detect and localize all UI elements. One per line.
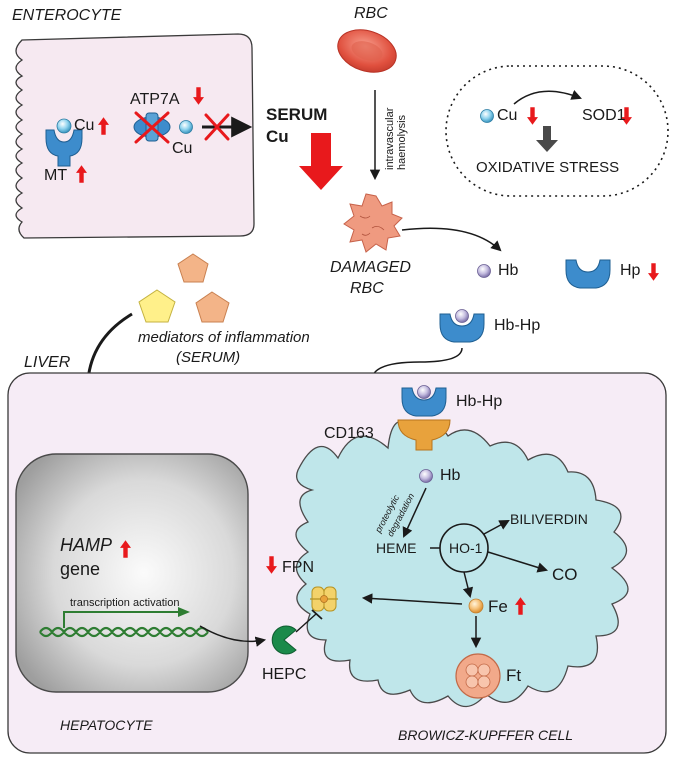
biliverdin-label: BILIVERDIN — [510, 511, 588, 527]
hepatocyte-title: HEPATOCYTE — [60, 717, 153, 733]
hepc-label: HEPC — [262, 666, 307, 683]
oxidative-stress-arrow-icon — [536, 126, 558, 152]
hbhp-hb-icon — [455, 309, 469, 323]
cd163-receptor-icon — [397, 419, 451, 451]
cd163-hb-icon — [417, 385, 431, 399]
hepcidin-icon — [271, 625, 297, 655]
serum-cu-label: Cu — [266, 127, 289, 146]
kupffer-hb-label: Hb — [440, 467, 461, 484]
oxidative-cu-label: Cu — [497, 107, 518, 124]
ferritin-icon — [455, 653, 501, 699]
hepc-inhibition-bar — [311, 609, 323, 620]
rbc-icon — [337, 29, 397, 73]
cd163-hbhp-complex-icon — [401, 387, 447, 417]
oxidative-stress-label: OXIDATIVE STRESS — [476, 159, 620, 176]
hepc-inhibits-fpn-line — [295, 613, 317, 633]
export-blocked-cross-icon — [204, 113, 230, 141]
mt-label: MT — [44, 167, 68, 184]
dna-helix-icon — [39, 626, 209, 638]
cu-oxidative-down-arrow-icon — [527, 107, 538, 125]
internalized-hb-icon — [419, 469, 433, 483]
kupffer-cell — [295, 420, 629, 708]
free-hb-label: Hb — [498, 262, 519, 279]
gene-label: gene — [60, 559, 101, 579]
hepatocyte-cell — [15, 453, 249, 693]
enterocyte-cu-exported-label: Cu — [172, 140, 193, 157]
hp-label: Hp — [620, 262, 641, 279]
liver-title: LIVER — [24, 354, 71, 371]
mediator-pentagon-orange-top-icon — [177, 253, 209, 283]
damaged-rbc-texture — [359, 215, 385, 236]
mediator-pentagon-orange-bottom-icon — [195, 291, 230, 323]
serum-label: SERUM — [266, 105, 328, 124]
cu-ion-icon-oxidative — [480, 109, 494, 123]
cd163-label: CD163 — [324, 425, 374, 442]
inflammation-label-line1: mediators of inflammation — [138, 329, 310, 346]
damaged-rbc-label-line1: DAMAGED — [330, 259, 411, 276]
inflammation-label-line2: (SERUM) — [176, 349, 241, 366]
cu-ion-exported-icon — [179, 120, 193, 134]
enterocyte-cell — [15, 33, 255, 239]
hepatocyte-to-hepc-arrow — [199, 625, 267, 647]
serum-cu-down-arrow-icon — [299, 133, 343, 190]
ferritin-label: Ft — [506, 666, 522, 685]
rbc-title: RBC — [354, 5, 388, 22]
atp7a-label: ATP7A — [130, 91, 180, 108]
hbhp-complex-icon — [439, 313, 485, 343]
transcription-arrowhead-icon — [178, 607, 190, 617]
haemolysis-label: intravascular haemolysis — [384, 107, 409, 170]
mediator-pentagon-yellow-icon — [138, 289, 176, 323]
fe-ion-icon — [468, 598, 484, 614]
hp-down-arrow-icon — [648, 263, 659, 281]
enterocyte-cu-label: Cu — [74, 117, 95, 134]
ho1-to-co-arrow — [487, 551, 549, 573]
hb-release-arrow — [401, 227, 502, 252]
enterocyte-title: ENTEROCYTE — [12, 7, 122, 24]
proteolytic-degradation-arrow — [402, 487, 427, 538]
cu-ion-icon — [56, 118, 72, 134]
hamp-label: HAMP — [60, 535, 113, 555]
hbhp-serum-label: Hb-Hp — [494, 317, 541, 334]
sod1-label: SOD1 — [582, 107, 626, 124]
ferroportin-channel-icon — [310, 586, 338, 612]
damaged-rbc-icon — [343, 193, 403, 253]
ho1-label: HO-1 — [449, 540, 483, 556]
hp-receptor-icon — [565, 259, 611, 289]
oxidative-stress-group — [445, 65, 669, 197]
ho1-to-biliverdin-arrow — [483, 519, 510, 535]
transcription-activation-arrow — [63, 611, 180, 628]
ho1-to-fe-arrow — [462, 571, 474, 599]
mt-receptor-icon — [45, 129, 83, 167]
hb-molecule-icon — [477, 264, 491, 278]
fe-to-fpn-arrow — [361, 593, 463, 605]
co-label: CO — [552, 565, 578, 584]
cu-to-sod1-arrow — [513, 90, 582, 105]
kupffer-title: BROWICZ-KUPFFER CELL — [398, 727, 574, 743]
damaged-rbc-label-line2: RBC — [350, 280, 384, 297]
fe-label: Fe — [488, 597, 508, 616]
heme-label: HEME — [376, 540, 417, 556]
transcription-activation-label: transcription activation — [70, 597, 180, 609]
fpn-label: FPN — [282, 559, 314, 576]
kupffer-hbhp-label: Hb-Hp — [456, 393, 503, 410]
atp7a-cross-icon — [134, 111, 170, 144]
